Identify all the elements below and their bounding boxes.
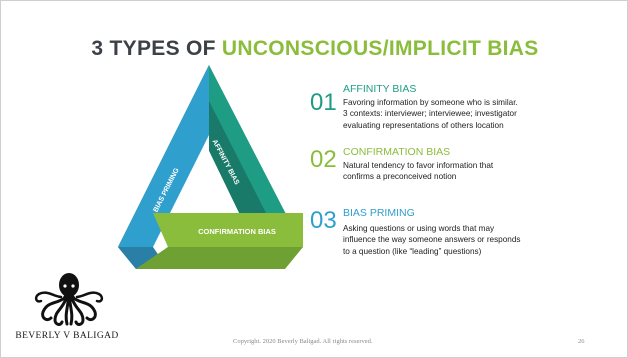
item-description: Favoring information by someone who is s…	[343, 97, 553, 131]
item-description: Asking questions or using words that may…	[343, 223, 553, 257]
description-line: evaluating representations of others loc…	[343, 120, 504, 130]
description-line: 3 contexts: interviewer; interviewee; in…	[343, 109, 517, 119]
description-line: confirms a preconceived notion	[343, 172, 457, 182]
triangle-center	[179, 151, 239, 213]
item-heading: CONFIRMATION BIAS	[343, 146, 451, 158]
item-number: 02	[310, 146, 337, 173]
diagram-label-confirmation: CONFIRMATION BIAS	[198, 227, 276, 236]
triangle-band-priming	[118, 65, 209, 247]
triangle-band-affinity	[209, 65, 303, 247]
description-line: Natural tendency to favor information th…	[343, 161, 494, 170]
item-heading: BIAS PRIMING	[343, 207, 415, 219]
triangle-band-confirmation-shade	[136, 247, 303, 269]
page-number: 26	[578, 338, 585, 345]
description-line: to a question (like “leading” questions)	[343, 246, 482, 256]
description-line: Favoring information by someone who is s…	[343, 98, 518, 107]
description-line: Asking questions or using words that may	[343, 224, 495, 233]
title-part-1: 3 TYPES OF	[91, 37, 222, 60]
item-description: Natural tendency to favor information th…	[343, 160, 553, 183]
description-line: influence the way someone answers or res…	[343, 235, 521, 245]
slide-title: 3 TYPES OF UNCONSCIOUS/IMPLICIT BIAS	[1, 37, 627, 61]
brand-name: BEVERLY V BALIGAD	[15, 331, 119, 341]
item-number: 01	[310, 89, 337, 116]
octopus-logo-icon	[34, 273, 104, 326]
triangle-band-affinity-inner	[209, 101, 266, 213]
item-number: 03	[310, 207, 337, 234]
item-heading: AFFINITY BIAS	[343, 83, 417, 95]
title-part-2: UNCONSCIOUS/IMPLICIT BIAS	[221, 37, 539, 60]
copyright-text: Copyright. 2020 Beverly Baligad. All rig…	[233, 338, 373, 345]
